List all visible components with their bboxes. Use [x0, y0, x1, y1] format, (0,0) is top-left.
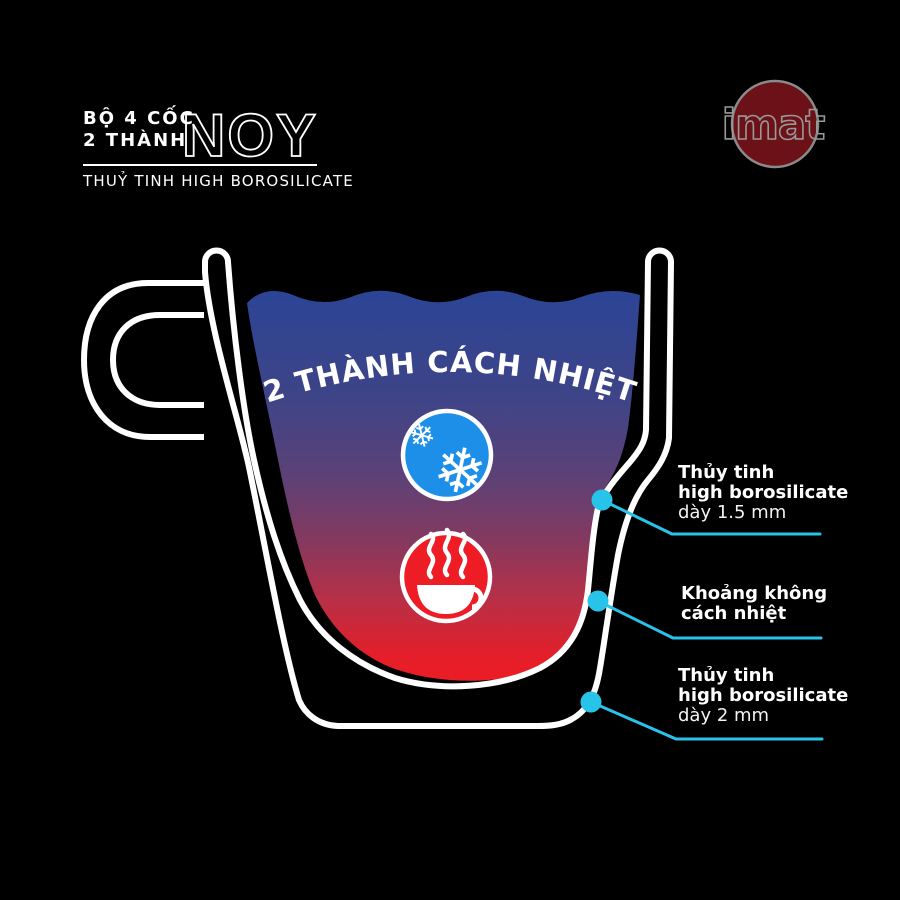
header-line-1: BỘ 4 CỐC: [83, 108, 195, 129]
logo-text: imat: [722, 100, 826, 149]
callout-label-3: Thủy tinh high borosilicate dày 2 mm: [678, 666, 848, 726]
callout-2-line-1: Khoảng không: [681, 583, 828, 604]
callout-dot-2: [587, 590, 609, 612]
callout-line-2: [596, 599, 823, 640]
coffee-cup-icon: [417, 585, 484, 614]
steam-icon: [426, 527, 468, 580]
header-line-2: 2 THÀNH: [83, 130, 188, 151]
callout-line-3: [589, 700, 824, 741]
hot-icon: [399, 527, 493, 624]
cold-icon-circle: [400, 408, 494, 502]
callout-1-line-2: high borosilicate: [678, 482, 849, 503]
brand-outline-text: NOY: [182, 102, 318, 169]
cold-icon: ❄ ❄: [400, 408, 494, 512]
callout-line-1: [600, 498, 822, 536]
callout-label-1: Thủy tinh high borosilicate dày 1.5 mm: [678, 463, 848, 523]
callout-dots: [580, 489, 613, 713]
callout-label-2: Khoảng không cách nhiệt: [681, 584, 827, 624]
callout-dot-1: [591, 489, 613, 511]
cup-illustration: [81, 247, 674, 729]
header-subtitle: THUỶ TINH HIGH BOROSILICATE: [83, 172, 354, 190]
callout-1-line-3: dày 1.5 mm: [678, 502, 787, 523]
callout-1-line-1: Thủy tinh: [678, 462, 775, 483]
cup-handle: [81, 280, 211, 440]
callout-2-line-2: cách nhiệt: [681, 603, 787, 624]
callout-dot-3: [580, 691, 602, 713]
cup-walls: [202, 247, 674, 729]
callout-3-line-3: dày 2 mm: [678, 705, 770, 726]
callout-3-line-2: high borosilicate: [678, 685, 849, 706]
callout-3-line-1: Thủy tinh: [678, 665, 775, 686]
callout-lines: [589, 498, 824, 741]
header-block: BỘ 4 CỐC 2 THÀNH: [83, 108, 195, 152]
logo-circle: [730, 79, 820, 169]
header-divider: [83, 164, 317, 166]
imat-logo: imat: [721, 79, 827, 169]
